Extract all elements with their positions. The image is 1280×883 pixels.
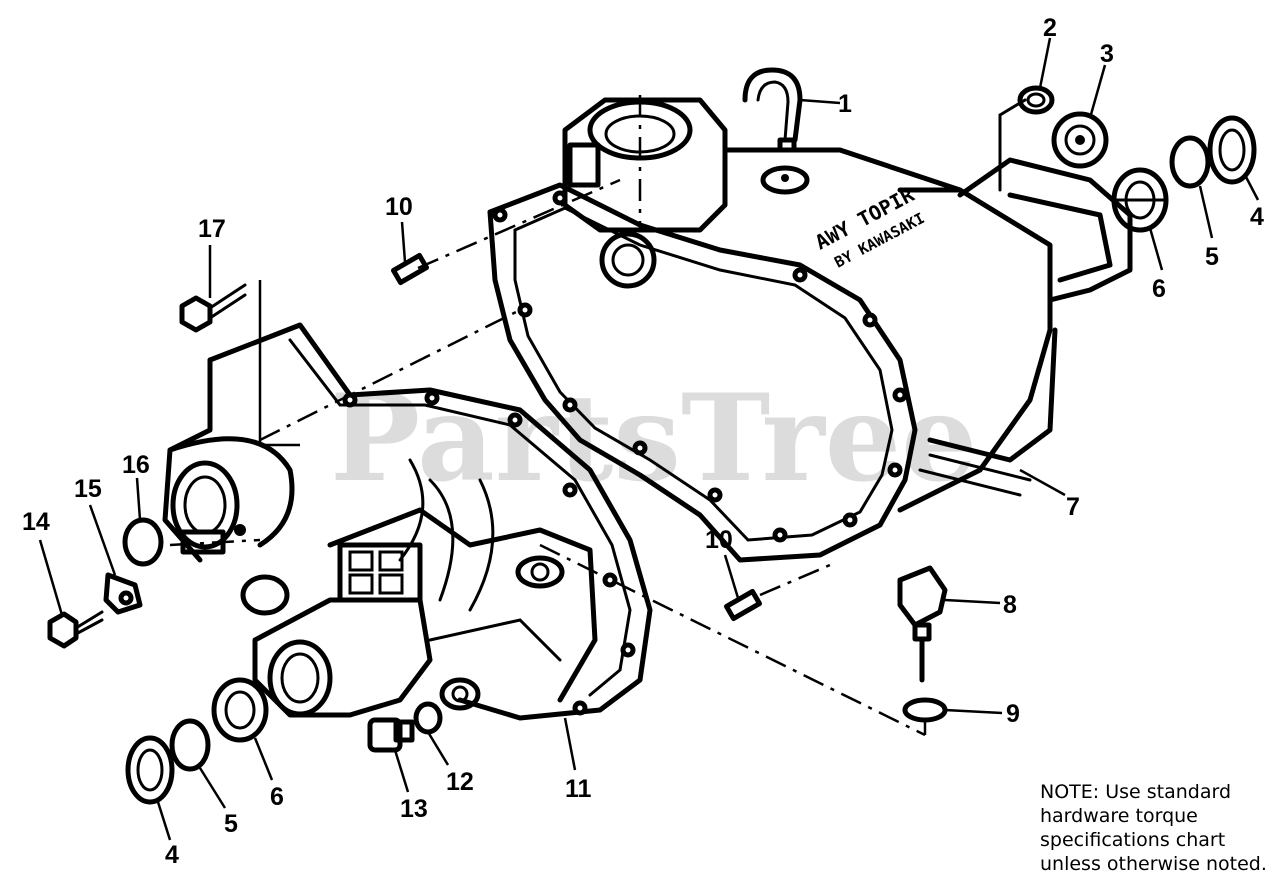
note-line: hardware torque — [1040, 805, 1198, 827]
callout-4-right: 4 — [1250, 203, 1264, 231]
leader-lines — [38, 37, 1260, 841]
callout-10-bottom: 10 — [705, 526, 733, 554]
note-line: specifications chart — [1040, 829, 1226, 851]
callout-6-left: 6 — [270, 783, 284, 811]
callout-13: 13 — [400, 795, 428, 823]
callout-15: 15 — [74, 475, 102, 503]
assembly-centerlines — [169, 95, 927, 737]
callout-labels: 1 2 3 4 4 5 5 6 6 7 8 9 10 10 11 12 13 1… — [22, 14, 1264, 869]
callout-5-right: 5 — [1205, 243, 1219, 271]
callout-2: 2 — [1043, 14, 1057, 42]
callout-7: 7 — [1066, 493, 1080, 521]
callout-11: 11 — [565, 775, 592, 803]
callout-14: 14 — [22, 508, 50, 536]
callout-5-left: 5 — [224, 810, 238, 838]
callout-3: 3 — [1100, 40, 1114, 68]
callout-9: 9 — [1006, 700, 1020, 728]
callout-1: 1 — [838, 90, 852, 118]
left-case-half — [162, 322, 653, 721]
callout-10-top: 10 — [385, 193, 413, 221]
callout-6-right: 6 — [1152, 275, 1166, 303]
note-line: NOTE: Use standard — [1040, 781, 1232, 803]
callout-16: 16 — [122, 451, 150, 479]
note-line: unless otherwise noted. — [1040, 853, 1267, 875]
callout-4-left: 4 — [165, 841, 179, 869]
callout-12: 12 — [446, 768, 474, 796]
torque-note: NOTE: Use standard hardware torque speci… — [1040, 780, 1276, 876]
callout-17: 17 — [198, 215, 226, 243]
loose-parts — [47, 67, 1257, 805]
callout-8: 8 — [1003, 591, 1017, 619]
